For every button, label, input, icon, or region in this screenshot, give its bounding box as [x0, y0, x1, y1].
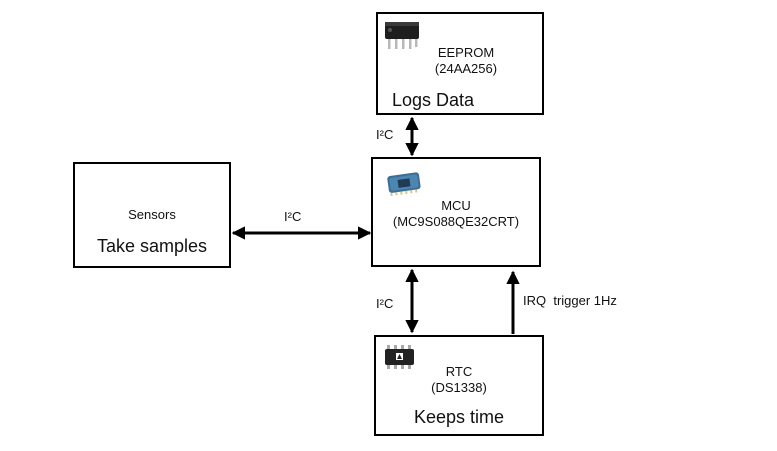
- mcu-rtc-bus-label: I²C: [376, 296, 394, 311]
- rtc-part-number: (DS1338): [431, 380, 487, 395]
- eeprom-part-number: (24AA256): [434, 61, 498, 76]
- sensors-block: Sensors Take samples: [73, 162, 231, 268]
- eeprom-role: Logs Data: [392, 90, 475, 110]
- soic8-chip-icon: [385, 345, 414, 369]
- sensors-role: Take samples: [96, 236, 208, 256]
- mcu-module-icon: [387, 172, 421, 196]
- rtc-block: RTC (DS1338) Keeps time: [374, 335, 544, 436]
- rtc-title: RTC: [445, 364, 473, 379]
- mcu-title: MCU: [441, 198, 471, 213]
- sensors-title: Sensors: [128, 207, 176, 222]
- eeprom-title: EEPROM: [437, 45, 495, 60]
- mcu-part-number: (MC9S088QE32CRT): [392, 214, 520, 229]
- mcu-eeprom-bus-label: I²C: [376, 127, 394, 142]
- sensors-mcu-bus-label: I²C: [284, 209, 302, 224]
- rtc-role: Keeps time: [413, 407, 505, 427]
- eeprom-block: EEPROM (24AA256) Logs Data: [376, 12, 544, 115]
- mcu-block: MCU (MC9S088QE32CRT): [371, 157, 541, 267]
- irq-trigger-label: IRQ trigger 1Hz: [523, 293, 617, 308]
- dip8-chip-icon: [385, 22, 419, 49]
